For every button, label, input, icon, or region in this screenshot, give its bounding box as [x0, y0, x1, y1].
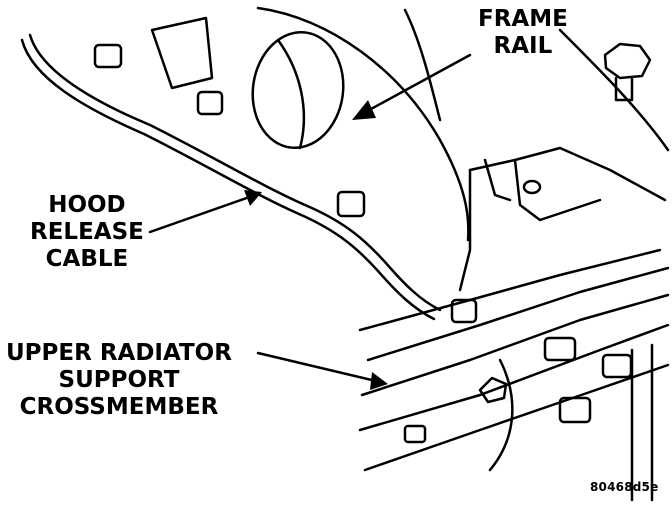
fender-arc-outer: [256, 6, 470, 242]
hood-cable-arrow: [148, 193, 257, 234]
crossmember-arrow: [256, 351, 382, 384]
hood-release-cable: [28, 33, 442, 312]
fender-arc-inner: [403, 8, 442, 122]
crossmember-clip: [543, 336, 577, 362]
cable-clip: [336, 190, 366, 218]
label-plate: [150, 16, 214, 90]
fender-arc-right: [558, 28, 670, 152]
cable-clip: [93, 43, 123, 69]
crossmember-clip: [558, 396, 592, 424]
frame-rail-arrow: [358, 53, 472, 117]
cable-clip: [196, 90, 224, 116]
cable-clip: [450, 298, 478, 324]
figure-id: 80468d5e: [590, 480, 659, 494]
callout-upper-radiator-support-crossmember: UPPER RADIATOR SUPPORT CROSSMEMBER: [6, 340, 232, 420]
bolt-head: [603, 42, 652, 80]
callout-frame-rail: FRAME RAIL: [478, 6, 568, 59]
frame-rail-opening: [251, 30, 345, 150]
crossmember-clip: [601, 353, 633, 379]
crossmember-top: [358, 248, 662, 332]
callout-hood-release-cable: HOOD RELEASE CABLE: [30, 192, 144, 272]
frame-bracket: [468, 146, 667, 202]
